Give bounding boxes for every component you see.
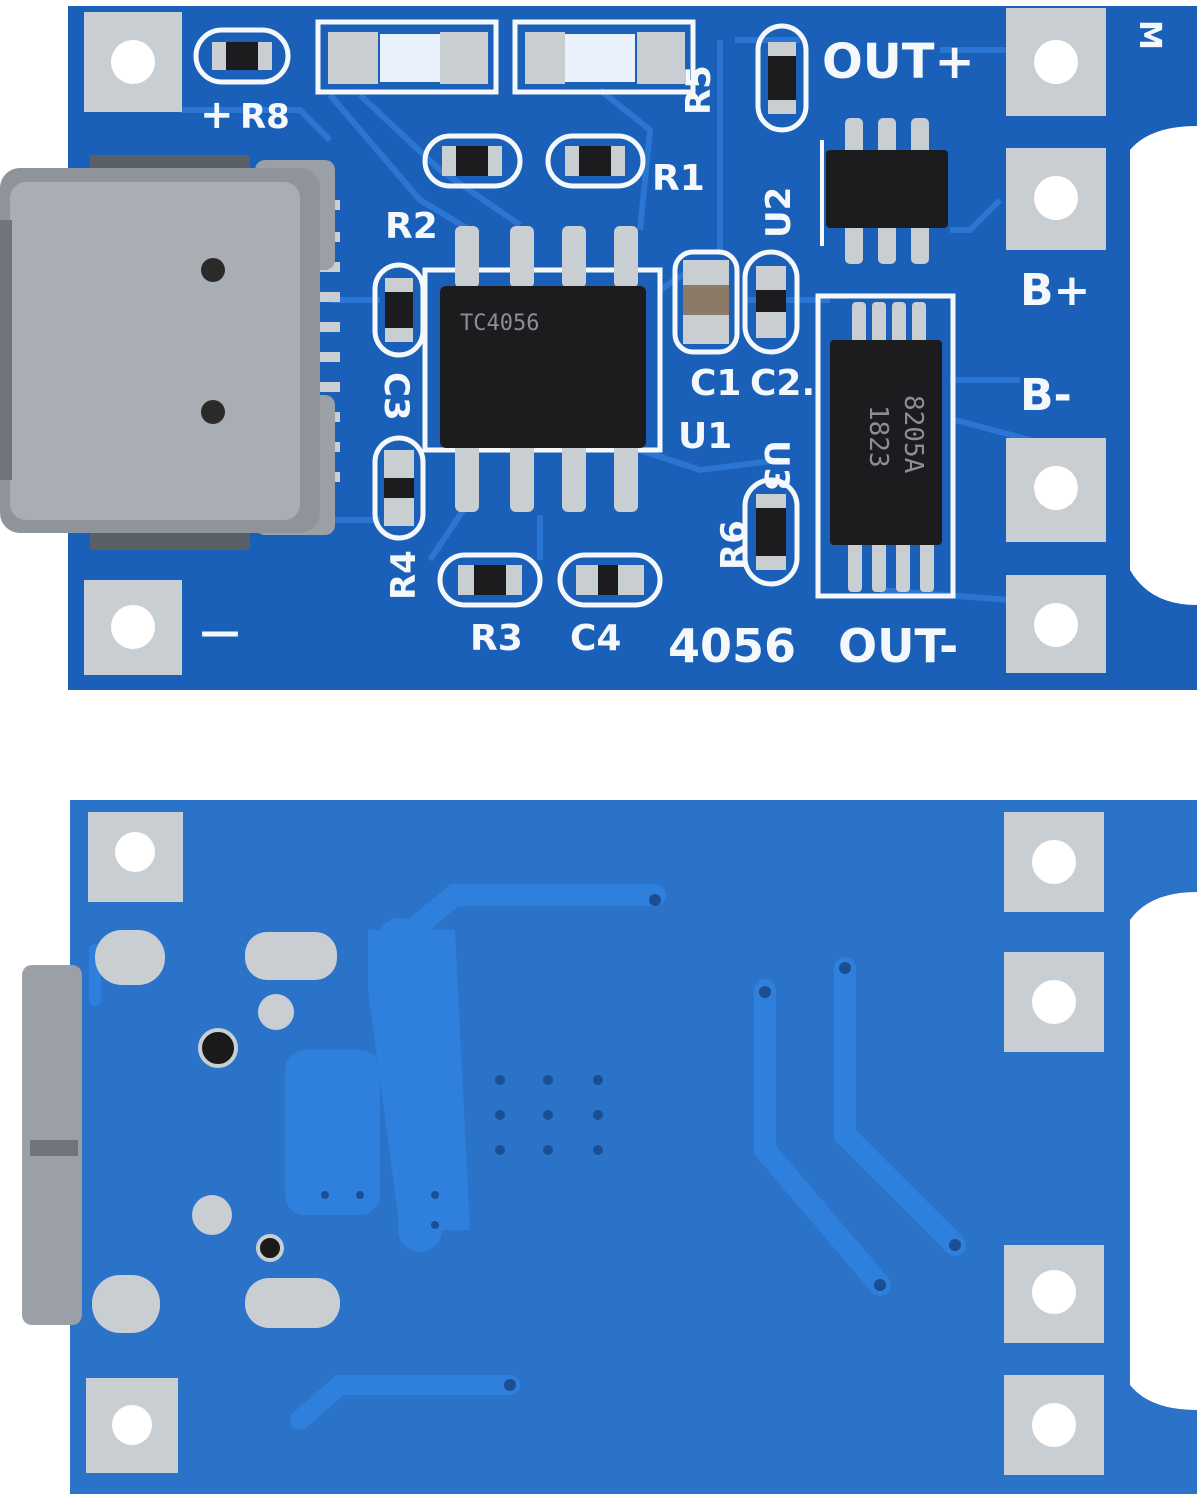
label-u1: U1 (678, 416, 732, 457)
back-pad-top-left (88, 812, 183, 902)
back-solder-blobs (92, 930, 340, 1333)
back-copper-region (368, 930, 470, 1230)
capacitor-c1 (672, 249, 740, 355)
label-r8: R8 (240, 97, 290, 137)
label-u2: U2 (759, 187, 799, 238)
label-u3: U3 (756, 440, 796, 491)
label-c3: C3 (376, 372, 416, 421)
front-pad-out-plus (1006, 8, 1106, 116)
label-c2: C2. (750, 363, 815, 404)
resistor-r6 (742, 477, 800, 587)
label-c1: C1 (690, 363, 741, 404)
ic-chip-u2 (820, 118, 948, 264)
u3-chip-marking-1: 8205A (898, 395, 928, 474)
label-r3: R3 (470, 618, 523, 659)
u3-chip-marking-2: 1823 (863, 405, 893, 468)
front-pad-bottom-left (84, 580, 182, 675)
back-via-1 (198, 1028, 238, 1068)
resistor-r5 (755, 23, 809, 133)
capacitor-c4 (557, 552, 663, 608)
usb-c-connector-icon (0, 155, 340, 550)
back-pad-right-3 (1004, 1245, 1104, 1343)
label-r4: R4 (384, 550, 424, 600)
label-r5: R5 (679, 65, 719, 115)
back-via-2 (256, 1234, 284, 1262)
front-pad-b-minus (1006, 438, 1106, 542)
label-r2: R2 (385, 206, 438, 247)
ic-chip-u3: 8205A 1823 (815, 293, 956, 599)
resistor-r4 (372, 435, 426, 541)
label-model-4056: 4056 (668, 619, 796, 673)
resistor-r1 (545, 133, 646, 189)
pcb-back-board (22, 800, 1197, 1494)
label-r6: R6 (714, 520, 754, 570)
front-pad-top-left (84, 12, 182, 112)
front-pad-b-plus (1006, 148, 1106, 250)
label-corner-mark: M (1132, 20, 1167, 50)
label-out-plus: OUT+ (822, 34, 975, 90)
u1-chip-marking: TC4056 (460, 311, 539, 336)
led-red (315, 19, 499, 95)
front-pad-out-minus (1006, 575, 1106, 673)
label-plus-sign: + (200, 92, 234, 138)
label-minus-sign: — (200, 609, 240, 655)
back-usb-connector-icon (22, 965, 82, 1325)
capacitor-c2 (742, 249, 800, 355)
back-copper-pad (285, 1050, 380, 1215)
label-out-minus: OUT- (838, 619, 958, 673)
led-blue (512, 19, 696, 95)
back-pad-bottom-right (1004, 1375, 1104, 1475)
pcb-front-board: TC4056 8205A (0, 6, 1197, 690)
label-r1: R1 (652, 158, 705, 199)
label-b-plus: B+ (1020, 265, 1090, 316)
back-board-outline (70, 800, 1197, 1494)
capacitor-c3 (372, 262, 426, 358)
back-via-grid (321, 894, 961, 1391)
ic-chip-u1: TC4056 (422, 226, 663, 512)
resistor-r3 (437, 552, 543, 608)
label-b-minus: B- (1020, 370, 1072, 421)
back-pad-right-2 (1004, 952, 1104, 1052)
front-traces (180, 37, 1031, 603)
back-pad-bottom-left (86, 1378, 178, 1473)
label-c4: C4 (570, 618, 621, 659)
resistor-r8 (193, 27, 291, 85)
resistor-r2-top (422, 133, 523, 189)
back-pad-top-right (1004, 812, 1104, 912)
